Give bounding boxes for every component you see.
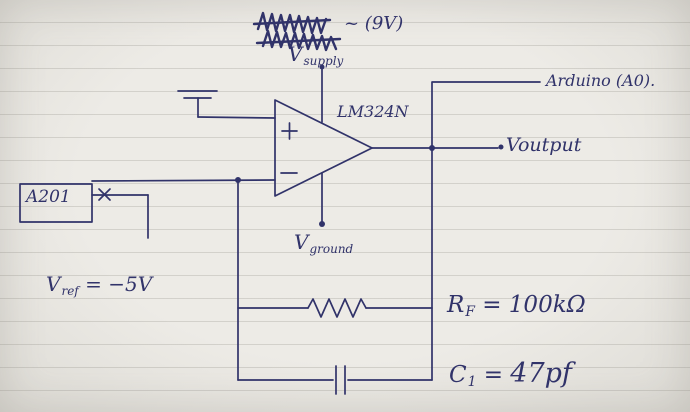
vground-subscript: ground bbox=[309, 241, 354, 256]
opamp-plus-sign bbox=[281, 122, 298, 140]
wire-minus-input bbox=[91, 179, 276, 182]
opamp-part-label: LM324N bbox=[337, 102, 409, 121]
resistor-zigzag bbox=[307, 298, 367, 318]
ground-symbol bbox=[177, 90, 218, 118]
sensor-box bbox=[19, 183, 93, 223]
vref-label: Vref = −5V bbox=[46, 274, 152, 297]
voutput-terminal-dot bbox=[498, 144, 504, 150]
vref-value: = −5V bbox=[78, 272, 153, 296]
vsupply-label: Vsupply bbox=[288, 44, 343, 67]
vsupply-terminal-dot bbox=[319, 64, 325, 70]
vsupply-v: V bbox=[288, 42, 303, 66]
rf-name: R bbox=[447, 292, 465, 318]
opamp-triangle bbox=[274, 99, 373, 197]
arduino-label: Arduino (A0). bbox=[546, 71, 656, 90]
x-mark bbox=[98, 188, 111, 201]
vground-v: V bbox=[294, 230, 309, 254]
scribble-strike-line bbox=[252, 18, 332, 26]
vground-label: Vground bbox=[294, 232, 353, 255]
wire-plus-input bbox=[197, 116, 276, 119]
rf-subscript: F bbox=[465, 304, 475, 321]
scribble-crossed-out-text bbox=[252, 11, 342, 52]
c1-subscript: 1 bbox=[467, 374, 477, 391]
vsupply-subscript: supply bbox=[303, 53, 344, 68]
c1-value: 47pf bbox=[510, 358, 572, 389]
scribble-strike-line bbox=[255, 37, 342, 45]
rf-value: = 100kΩ bbox=[474, 292, 586, 318]
voutput-label: Voutput bbox=[506, 134, 582, 156]
wire-arduino-branch bbox=[431, 81, 541, 149]
supply-voltage-annotation: ~ (9V) bbox=[344, 13, 404, 34]
rf-label: RF = 100kΩ bbox=[447, 294, 586, 320]
vref-v: V bbox=[46, 272, 61, 296]
vref-subscript: ref bbox=[61, 283, 79, 298]
c1-label: C1 = 47pf bbox=[449, 360, 572, 390]
sensor-label: A201 bbox=[26, 187, 71, 207]
c1-equals: = bbox=[476, 362, 511, 388]
c1-name: C bbox=[449, 362, 467, 388]
vground-terminal-dot bbox=[319, 221, 325, 227]
